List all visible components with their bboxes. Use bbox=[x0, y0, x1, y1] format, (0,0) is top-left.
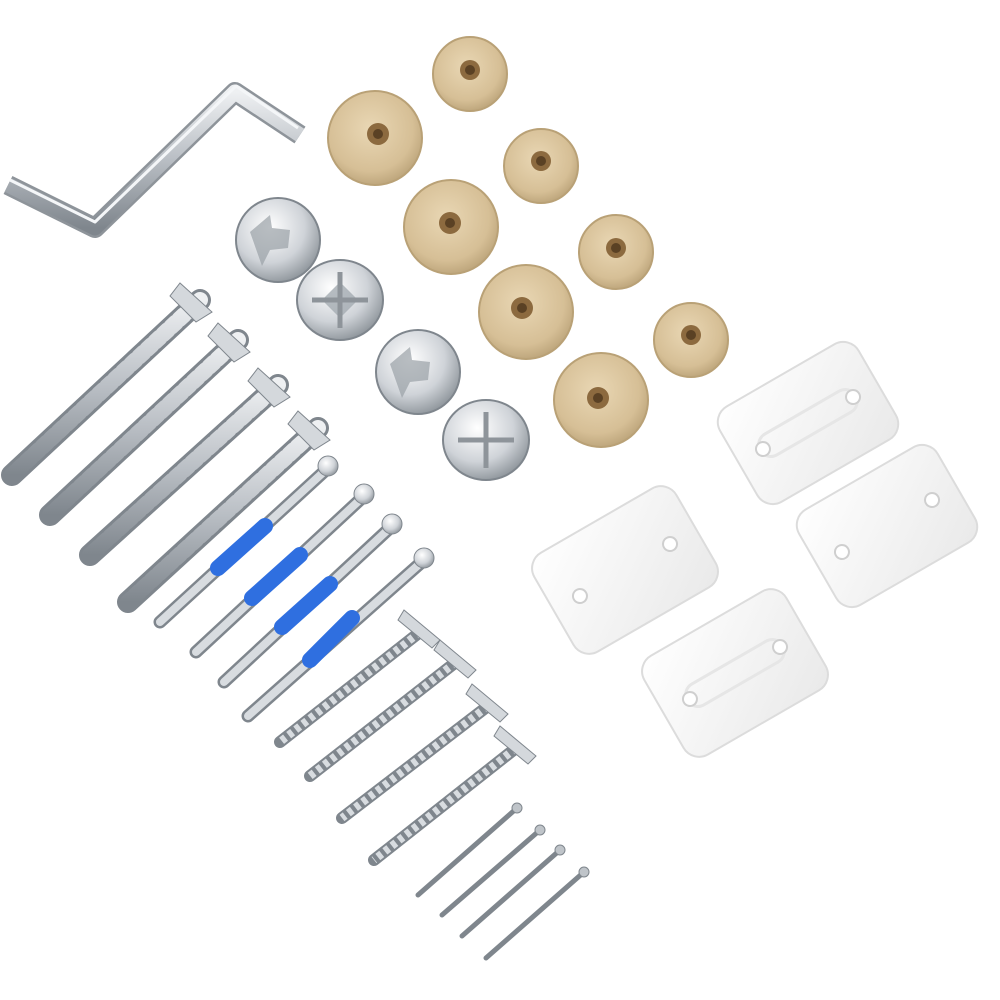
wood-screw bbox=[368, 725, 537, 866]
confirmat-screw bbox=[117, 410, 331, 613]
confirmat-screw bbox=[1, 282, 213, 486]
nail bbox=[459, 844, 566, 939]
cover-caps bbox=[327, 36, 729, 448]
cover-cap bbox=[503, 128, 579, 204]
cam-lock bbox=[442, 399, 530, 481]
cam-lock bbox=[375, 329, 461, 415]
wood-screw bbox=[304, 639, 477, 782]
sleeve-screw bbox=[217, 513, 403, 689]
corner-plate bbox=[795, 443, 979, 609]
cam-lock bbox=[296, 259, 384, 341]
sleeve-screw bbox=[241, 547, 435, 723]
cover-cap bbox=[653, 302, 729, 378]
nails bbox=[415, 802, 590, 961]
confirmat-screws bbox=[1, 282, 331, 613]
wood-screws bbox=[274, 609, 537, 866]
hex-key bbox=[3, 82, 306, 238]
sleeve-screw bbox=[189, 483, 375, 659]
cover-cap bbox=[403, 179, 499, 275]
wood-screw bbox=[336, 683, 509, 824]
cam-locks bbox=[235, 197, 530, 481]
corner-plates bbox=[531, 340, 979, 758]
confirmat-screw bbox=[39, 322, 251, 526]
confirmat-screw bbox=[79, 367, 291, 566]
nail bbox=[483, 866, 590, 961]
corner-plate bbox=[641, 588, 829, 758]
sleeve-screws bbox=[153, 455, 435, 723]
nail bbox=[439, 824, 546, 918]
corner-plate bbox=[716, 340, 900, 506]
sleeve-screw bbox=[153, 455, 339, 629]
cam-lock bbox=[235, 197, 321, 283]
cover-cap bbox=[553, 352, 649, 448]
wood-screw bbox=[274, 609, 441, 748]
cover-cap bbox=[478, 264, 574, 360]
nail bbox=[415, 802, 523, 898]
cover-cap bbox=[578, 214, 654, 290]
cover-cap bbox=[327, 90, 423, 186]
corner-plate bbox=[531, 485, 719, 655]
cover-cap bbox=[432, 36, 508, 112]
